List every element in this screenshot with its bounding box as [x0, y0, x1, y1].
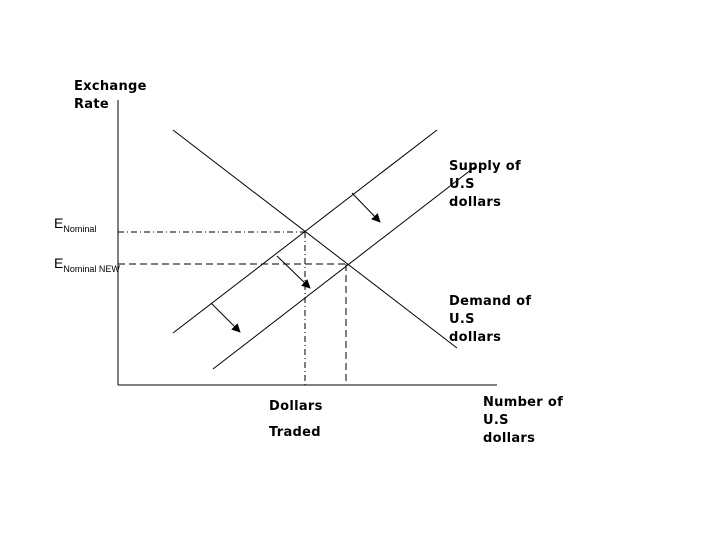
y-axis-label: Exchange Rate — [74, 78, 147, 114]
demand-label-line3: dollars — [449, 330, 502, 345]
dollars-traded-line1: Dollars — [269, 399, 323, 414]
supply-label: Supply of U.S dollars — [449, 158, 521, 212]
y-axis-label-line2: Rate — [74, 97, 110, 112]
x-axis-label-line2: U.S — [483, 413, 509, 428]
demand-curve — [172, 129, 458, 349]
e-nominal-new-label: ENominal NEW — [54, 255, 120, 274]
demand-label-line1: Demand of — [449, 294, 532, 309]
y-axis-label-line1: Exchange — [74, 79, 147, 94]
demand-label: Demand of U.S dollars — [449, 293, 531, 347]
dollars-traded-label: Dollars Traded — [269, 394, 323, 446]
demand-label-line2: U.S — [449, 312, 475, 327]
e-nominal-label: ENominal — [54, 215, 97, 234]
x-axis-label-line1: Number of — [483, 395, 564, 410]
dollars-traded-line2: Traded — [269, 425, 321, 440]
e-nominal-new-sub: Nominal NEW — [63, 264, 120, 274]
e-nominal-new-main: E — [54, 255, 64, 271]
shift-arrow-bottom — [210, 302, 241, 333]
shift-arrow-middle — [276, 255, 311, 289]
supply-label-line2: U.S — [449, 177, 475, 192]
e-nominal-main: E — [54, 215, 64, 231]
e-nominal-sub: Nominal — [63, 224, 97, 234]
supply-label-line1: Supply of — [449, 159, 521, 174]
shift-arrow-top — [351, 192, 381, 223]
x-axis-label: Number of U.S dollars — [483, 394, 563, 448]
x-axis-label-line3: dollars — [483, 431, 536, 446]
supply-label-line3: dollars — [449, 195, 502, 210]
supply-curve-shifted — [212, 165, 477, 370]
